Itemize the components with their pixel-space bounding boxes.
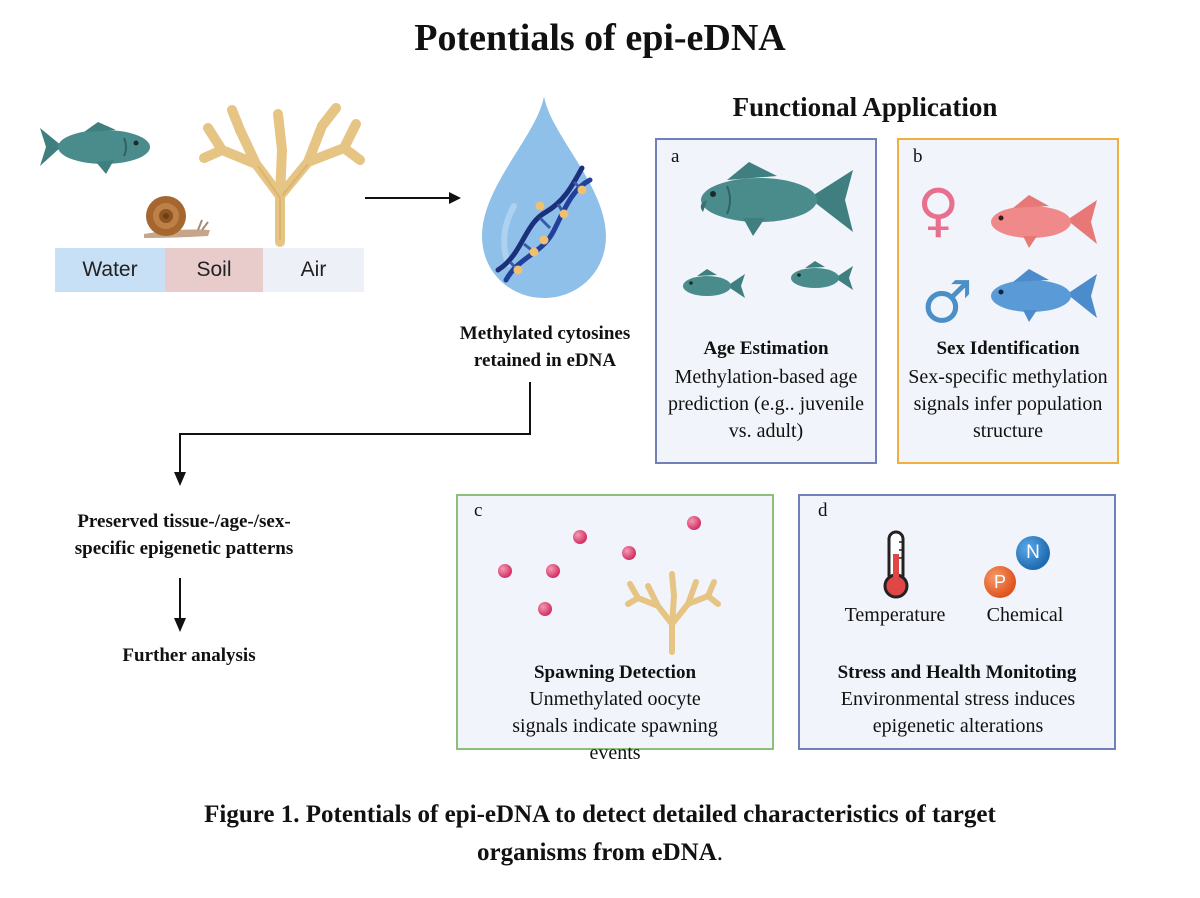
oocyte-dot (538, 602, 552, 616)
panel-stress-health-monitoring: d N P Temperature Chemical Stress and He… (798, 494, 1116, 750)
oocyte-dot (687, 516, 701, 530)
caption-line-2-wrap: organisms from eDNA. (0, 834, 1200, 872)
oocyte-dot (498, 564, 512, 578)
panel-letter-d: d (818, 500, 828, 521)
panel-title-b: Sex Identification (936, 338, 1080, 359)
flow-connector (174, 382, 531, 486)
panel-description-b: Sex-specific methylation signals infer p… (908, 366, 1108, 442)
panel-description-c: Unmethylated oocyte signals indicate spa… (512, 688, 718, 764)
fish-icon (40, 122, 150, 174)
panel-spawning-detection: c Spawning Detection Unmethylated oocyte… (456, 494, 774, 764)
droplet-label: Methylated cytosines retained in eDNA (459, 323, 631, 371)
phosphorus-label: P (993, 572, 1006, 592)
page-title: Potentials of epi-eDNA (414, 17, 786, 59)
panel-letter-b: b (913, 146, 923, 167)
chemical-label: Chemical (986, 604, 1064, 626)
oocyte-dot (573, 530, 587, 544)
nitrogen-icon (1016, 536, 1050, 570)
panel-description-d: Environmental stress induces epigenetic … (840, 688, 1076, 737)
panel-description-a: Methylation-based age prediction (e.g.. … (667, 366, 865, 442)
female-fish-icon (991, 195, 1097, 248)
coral-icon (625, 571, 721, 655)
panel-letter-c: c (474, 500, 483, 521)
functional-application-title: Functional Application (732, 92, 998, 122)
soil-label: Soil (165, 248, 263, 292)
figure-caption: Figure 1. Potentials of epi-eDNA to dete… (0, 796, 1200, 872)
panel-title-a: Age Estimation (703, 338, 829, 359)
preserved-patterns-label: Preserved tissue-/age-/sex-specific epig… (74, 511, 294, 559)
droplet-dna-icon (482, 96, 606, 298)
water-label: Water (55, 248, 165, 292)
panel-title-c: Spawning Detection (533, 662, 697, 683)
panel-title-d: Stress and Health Monitoting (837, 662, 1077, 683)
male-symbol-icon: ♂ (921, 268, 973, 336)
snail-icon (144, 196, 210, 238)
male-fish-icon (991, 269, 1097, 322)
caption-period: . (716, 839, 724, 866)
juvenile-fish-icon (683, 269, 745, 298)
juvenile-fish-icon (791, 261, 853, 290)
oocyte-dot (622, 546, 636, 560)
oocyte-dot (546, 564, 560, 578)
further-analysis-label: Further analysis (122, 645, 256, 666)
arrow-right (365, 192, 461, 204)
arrow-down (174, 578, 186, 632)
panel-sex-identification: b ♀ ♂ Sex Identification Sex-specific me… (897, 138, 1119, 464)
temperature-label: Temperature (844, 604, 946, 626)
panel-age-estimation: a Age Estimation Methylation-based age p… (655, 138, 877, 464)
coral-icon (199, 103, 365, 247)
caption-line-2: organisms from eDNA (476, 839, 717, 866)
caption-line-1: Figure 1. Potentials of epi-eDNA to dete… (204, 801, 996, 828)
air-label: Air (263, 248, 364, 292)
phosphorus-icon (984, 566, 1016, 598)
panel-letter-a: a (671, 146, 680, 167)
thermometer-icon (883, 530, 909, 599)
female-symbol-icon: ♀ (917, 176, 960, 244)
nitrogen-label: N (1026, 542, 1040, 563)
adult-fish-icon (700, 162, 853, 236)
